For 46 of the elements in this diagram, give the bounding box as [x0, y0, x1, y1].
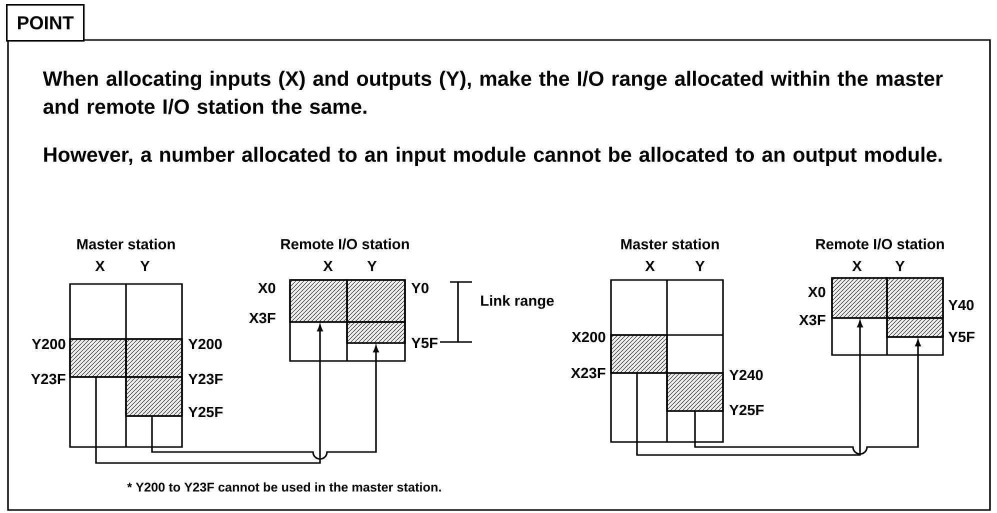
address-label: X3F [799, 314, 826, 326]
station-heading: Master station [77, 238, 175, 250]
column-label: X [645, 260, 655, 272]
address-label: X0 [258, 282, 276, 294]
address-label: Y25F [188, 406, 223, 418]
hatched-block [666, 372, 724, 412]
address-label: Y25F [729, 404, 764, 416]
arrow [151, 346, 379, 460]
hatched-block [346, 321, 406, 344]
hatched-block [886, 317, 944, 338]
address-label: Y5F [411, 338, 438, 348]
column-label: Y [695, 260, 705, 272]
footnote: * Y200 to Y23F cannot be used in the master station. [127, 482, 441, 492]
address-label: X200 [572, 332, 606, 342]
station-heading: Remote I/O station [816, 238, 944, 250]
column-label: Y [140, 260, 150, 272]
hatched-block [69, 338, 127, 378]
address-label: X0 [808, 286, 826, 298]
address-label: Y23F [31, 374, 66, 384]
paragraph: When allocating inputs (X) and outputs (Y), make the I/O range allocated within the master and remote I/O station the same. [42, 70, 943, 114]
address-label: Y23F [188, 374, 223, 384]
address-label: Y0 [411, 282, 428, 294]
column-label: X [95, 260, 105, 272]
paragraph: However, a number allocated to an input module cannot be allocated to an output module. [44, 146, 942, 166]
dimension-label: Link range [481, 295, 554, 309]
title-box: POINT [6, 4, 85, 42]
address-label: X3F [249, 312, 276, 324]
address-label: Y200 [32, 338, 66, 350]
address-label: X23F [570, 368, 606, 378]
column-label: Y [895, 260, 905, 272]
arrow [95, 324, 323, 464]
column-label: X [852, 260, 862, 272]
address-label: Y40 [948, 300, 974, 310]
address-label: Y5F [948, 332, 974, 342]
hatched-block [831, 277, 888, 319]
hatched-block [289, 279, 348, 323]
address-label: Y200 [188, 338, 222, 350]
station-heading: Remote I/O station [281, 238, 409, 250]
hatched-block [610, 334, 668, 374]
address-label: Y240 [729, 370, 763, 380]
station-heading: Master station [621, 238, 719, 250]
hatched-block [125, 376, 183, 417]
column-label: Y [367, 260, 377, 272]
column-label: X [323, 260, 333, 272]
arrow [694, 340, 921, 455]
arrow [636, 320, 863, 456]
